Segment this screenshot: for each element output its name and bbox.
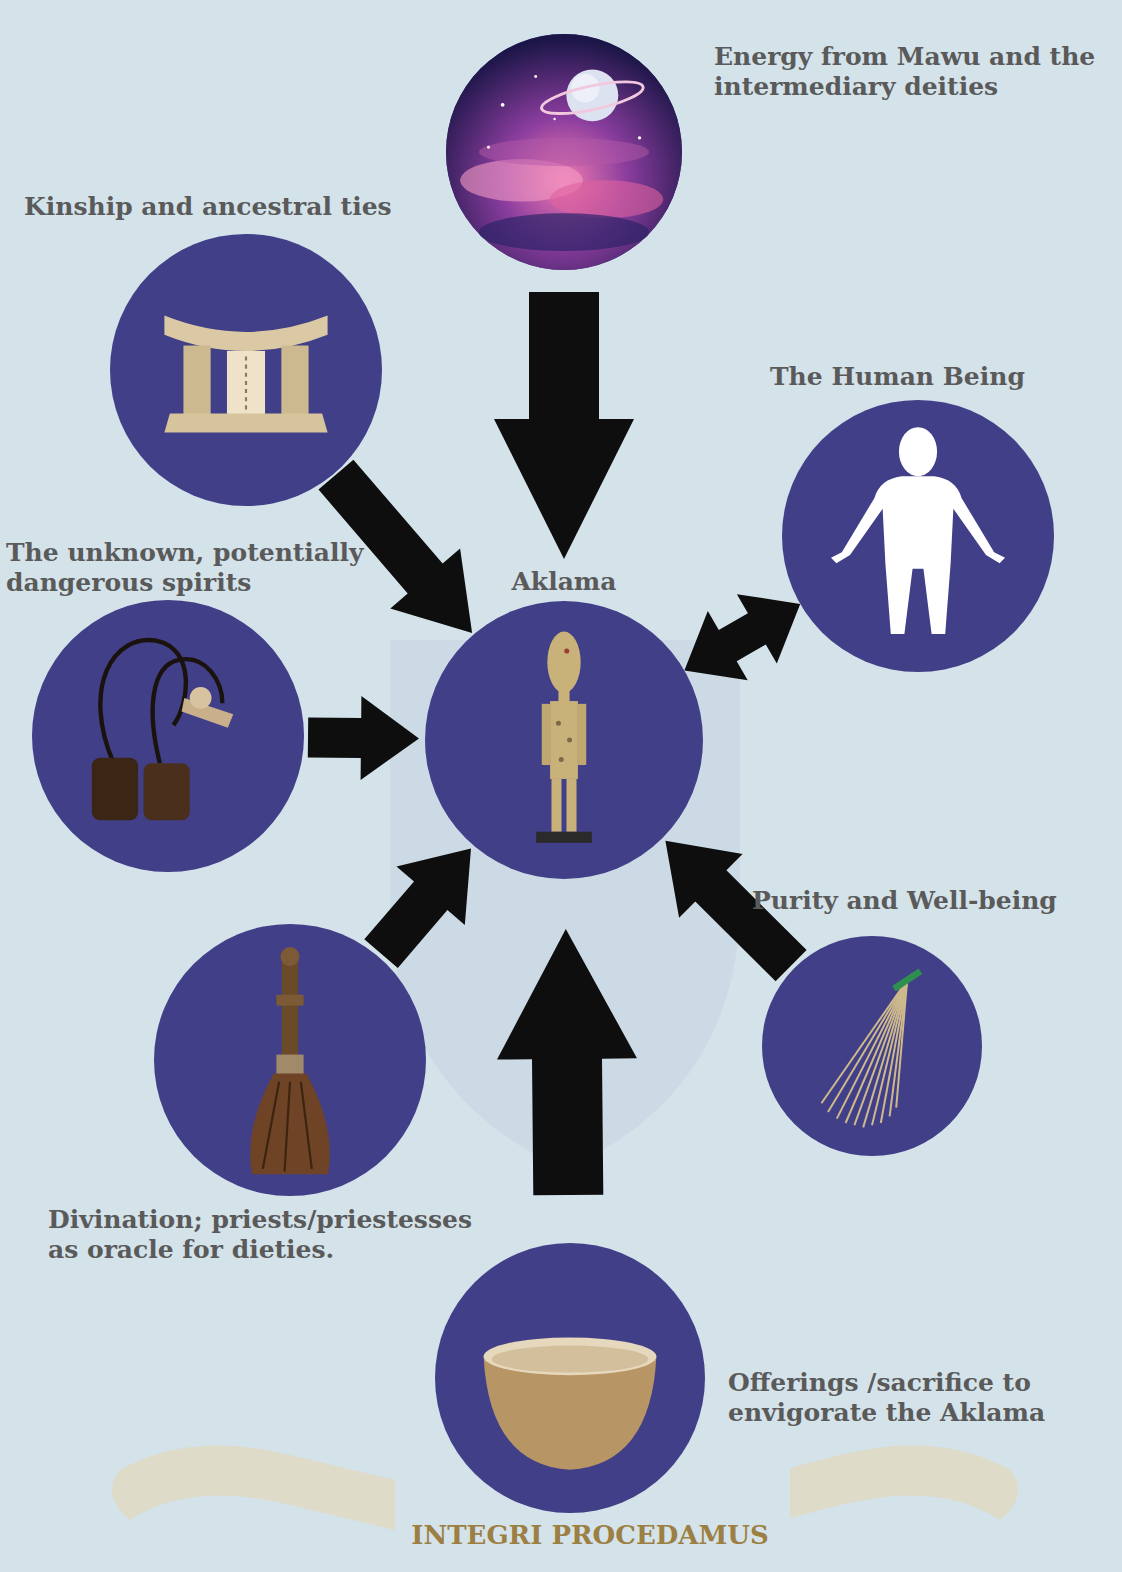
crest-ribbon xyxy=(790,1445,1018,1520)
broom-picture-part-part xyxy=(881,980,907,1123)
aklama-figure-part xyxy=(578,704,586,765)
broom-picture-part-part xyxy=(846,980,908,1123)
broom-picture-part-part xyxy=(872,980,907,1125)
calabash-bowl-part xyxy=(484,1338,657,1376)
cosmos-picture xyxy=(446,34,682,270)
cosmos-picture-part xyxy=(479,138,649,166)
amulet-picture-part xyxy=(92,758,138,821)
node-label: Aklama xyxy=(425,567,703,597)
aklama-figure-part xyxy=(559,757,564,762)
aklama-figure xyxy=(425,601,703,879)
cosmos-picture-part xyxy=(638,136,641,139)
stool-picture-part xyxy=(281,346,308,417)
fly-whisk-picture-part-part xyxy=(301,1082,312,1169)
label-holder: INTEGRI PROCEDAMUS xyxy=(390,1520,790,1551)
aklama-figure-part xyxy=(550,701,578,779)
broom-picture xyxy=(762,936,982,1156)
node-label: Offerings /sacrifice to envigorate the A… xyxy=(728,1368,1113,1428)
aklama-figure-part xyxy=(564,649,569,654)
fly-whisk-picture-part xyxy=(280,947,299,966)
cosmos-picture-part xyxy=(446,34,682,270)
node-label: The unknown, potentially dangerous spiri… xyxy=(6,538,386,598)
broom-picture-part xyxy=(894,971,920,989)
aklama-figure-part xyxy=(556,721,561,726)
calabash-bowl xyxy=(435,1243,705,1513)
aklama-figure-part xyxy=(547,632,580,693)
crest-ribbon xyxy=(112,1445,395,1530)
flow-arrow xyxy=(684,594,800,680)
fly-whisk-picture-part xyxy=(276,1055,303,1077)
watermark-text: INTEGRI PROCEDAMUS xyxy=(390,1520,790,1551)
cosmos-picture-part xyxy=(501,103,505,107)
node-circle: Aklama xyxy=(425,601,703,879)
fly-whisk-picture-part-part xyxy=(285,1082,290,1172)
stool-picture xyxy=(110,234,382,506)
flow-arrow xyxy=(364,849,471,968)
node-circle: Energy from Mawu and the intermediary de… xyxy=(446,34,682,270)
calabash-bowl-part xyxy=(492,1346,649,1373)
broom-picture-part xyxy=(821,980,907,1127)
aklama-figure-part xyxy=(567,779,577,832)
flow-arrow xyxy=(308,696,419,780)
node-label: Kinship and ancestral ties xyxy=(24,192,454,222)
stool-picture-part xyxy=(227,351,265,416)
cosmos-picture-part xyxy=(534,75,537,78)
node-circle: The unknown, potentially dangerous spiri… xyxy=(32,600,304,872)
flow-arrow xyxy=(494,292,634,559)
amulet-picture-part xyxy=(100,640,186,763)
node-label: The Human Being xyxy=(770,362,1110,392)
human-silhouette xyxy=(782,400,1054,672)
node-circle: The Human Being xyxy=(782,400,1054,672)
node-circle: Kinship and ancestral ties xyxy=(110,234,382,506)
stool-picture-part xyxy=(245,356,247,410)
node-circle: Offerings /sacrifice to envigorate the A… xyxy=(435,1243,705,1513)
cosmos-picture-part xyxy=(479,213,649,251)
flow-arrow xyxy=(497,929,637,1195)
aklama-figure-part xyxy=(536,832,592,843)
node-circle: Divination; priests/priestesses as oracl… xyxy=(154,924,426,1196)
broom-picture-part-part xyxy=(854,980,907,1125)
cosmos-picture-part xyxy=(553,118,555,120)
stool-picture-part xyxy=(164,414,327,433)
amulet-picture-part xyxy=(190,687,212,709)
fly-whisk-picture-part xyxy=(276,995,303,1006)
aklama-figure-part xyxy=(542,704,550,765)
cosmos-picture-part xyxy=(539,75,645,120)
node-label: Purity and Well-being xyxy=(752,886,1117,916)
fly-whisk-picture-part xyxy=(250,1074,330,1175)
node-circle: Purity and Well-being xyxy=(762,936,982,1156)
cosmos-picture-part xyxy=(550,180,663,218)
fly-whisk-picture-part xyxy=(263,1082,312,1172)
human-silhouette-part xyxy=(899,427,937,476)
human-silhouette-part xyxy=(831,476,1005,634)
broom-picture-part-part xyxy=(896,980,907,1108)
aklama-figure-part xyxy=(551,779,561,832)
broom-picture-part-part xyxy=(890,980,908,1116)
node-label: Energy from Mawu and the intermediary de… xyxy=(714,42,1112,102)
aklama-figure-part xyxy=(567,737,572,742)
node-label: Divination; priests/priestesses as oracl… xyxy=(48,1205,488,1265)
amulet-picture-part xyxy=(144,763,190,820)
stool-picture-part xyxy=(183,346,210,417)
fly-whisk-picture-part-part xyxy=(263,1082,279,1169)
broom-picture-part-part xyxy=(863,980,907,1127)
amulet-picture xyxy=(32,600,304,872)
cosmos-picture-part xyxy=(487,146,490,149)
fly-whisk-picture xyxy=(154,924,426,1196)
